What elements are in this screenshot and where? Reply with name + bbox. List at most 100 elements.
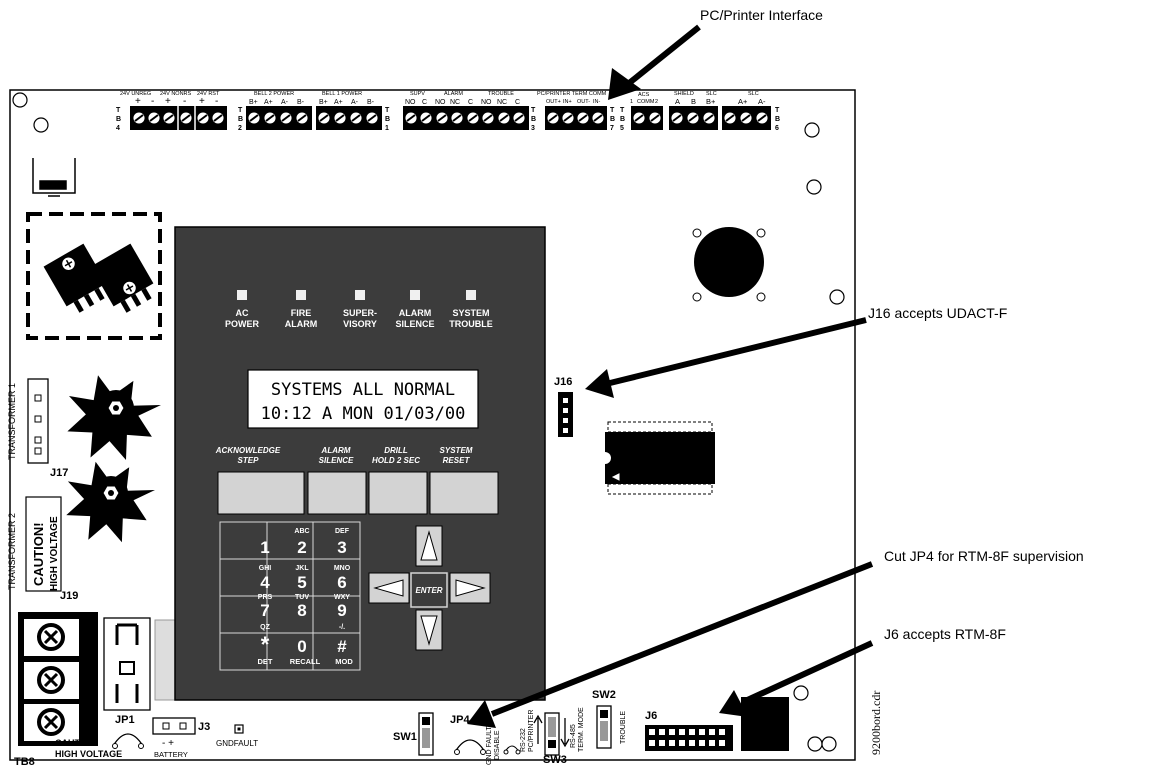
key-1[interactable]: 1 [260, 538, 269, 557]
svg-text:VISORY: VISORY [343, 319, 377, 329]
svg-text:HOLD 2 SEC: HOLD 2 SEC [372, 456, 420, 465]
key-5[interactable]: JKL 5 [295, 565, 309, 592]
svg-text:ACS: ACS [638, 92, 650, 98]
key-0[interactable]: 0 [297, 637, 306, 656]
svg-text:DRILL: DRILL [384, 446, 408, 455]
svg-text:0: 0 [297, 637, 306, 656]
svg-text:TROUBLE: TROUBLE [488, 91, 514, 97]
svg-text:5: 5 [297, 573, 306, 592]
led-alarm-silence-label: ALARM [399, 308, 432, 318]
black-module [741, 697, 789, 751]
svg-text:9: 9 [337, 601, 346, 620]
key-det-label: DET [258, 657, 273, 666]
svg-text:HIGH VOLTAGE: HIGH VOLTAGE [55, 749, 122, 759]
svg-text:SHIELD: SHIELD [674, 91, 694, 97]
svg-text:NC: NC [450, 99, 460, 106]
svg-text:8: 8 [297, 601, 306, 620]
down-arrow-button[interactable] [415, 609, 443, 651]
key-8[interactable]: TUV 8 [295, 594, 309, 620]
key-6[interactable]: MNO 6 [334, 565, 351, 592]
svg-text:HIGH VOLTAGE: HIGH VOLTAGE [49, 516, 60, 591]
svg-text:B-: B- [297, 99, 305, 106]
svg-text:BELL 2 POWER: BELL 2 POWER [254, 91, 294, 97]
right-arrow-button[interactable] [449, 572, 491, 604]
svg-text:A-: A- [758, 97, 766, 106]
svg-text:J16: J16 [554, 376, 572, 388]
svg-text:BELL 1 POWER: BELL 1 POWER [322, 91, 362, 97]
svg-text:TROUBLE: TROUBLE [620, 711, 627, 744]
led-indicators: AC POWER FIRE ALARM SUPER- VISORY ALARM … [225, 290, 493, 329]
key-star[interactable]: QZ * [260, 624, 270, 657]
terminal-block-tb4: T B 4 24V UNREG 24V NONRS 24V RST + - + … [116, 91, 227, 132]
svg-text:OUT-: OUT- [577, 99, 590, 105]
svg-text:A-: A- [351, 99, 359, 106]
svg-text:B: B [620, 116, 625, 123]
svg-text:SW3: SW3 [543, 754, 567, 765]
arrow-keys: ENTER [368, 525, 491, 651]
key-9[interactable]: WXY 9 [334, 594, 350, 620]
svg-text:-/.: -/. [339, 624, 345, 631]
svg-text:J17: J17 [50, 467, 68, 479]
svg-text:B+: B+ [706, 97, 716, 106]
svg-text:PRS: PRS [258, 594, 273, 601]
callout-pc-printer-interface: PC/Printer Interface [700, 7, 823, 23]
svg-text:TB8: TB8 [14, 756, 35, 765]
svg-text:ALARM: ALARM [321, 446, 351, 455]
svg-text:T: T [238, 107, 243, 114]
svg-text:C: C [515, 99, 520, 106]
key-2[interactable]: ABC 2 [294, 528, 309, 557]
acknowledge-step-button[interactable] [217, 471, 305, 515]
terminal-block-tb6: T B 6 SHIELD SLC SLC A B B+ A+ A- [669, 91, 780, 132]
callout-jp4: Cut JP4 for RTM-8F supervision [884, 548, 1084, 564]
svg-text:SILENCE: SILENCE [395, 319, 434, 329]
svg-text:JP1: JP1 [115, 714, 135, 726]
filename-label: 9200bord.cdr [869, 691, 883, 755]
svg-text:TUV: TUV [295, 594, 309, 601]
key-4[interactable]: GHI 4 [259, 565, 272, 592]
key-7[interactable]: PRS 7 [258, 594, 273, 620]
svg-text:B: B [116, 116, 121, 123]
switch-sw3[interactable]: RS-232 PC/PRINTER RS-485 TERM. MODE SW3 [520, 707, 585, 765]
svg-text:QZ: QZ [260, 624, 270, 631]
terminal-block-tb3: T B 3 SUPV ALARM TROUBLE NO C NO NC C NO… [403, 91, 536, 132]
key-3[interactable]: DEF 3 [335, 528, 350, 557]
drill-button[interactable] [368, 471, 428, 515]
svg-text:SYSTEM: SYSTEM [440, 446, 473, 455]
heatsink-lower [66, 461, 155, 543]
svg-text:DISABLE: DISABLE [494, 730, 501, 760]
connector-j16: J16 [554, 376, 573, 437]
svg-text:B: B [385, 116, 390, 123]
svg-text:C: C [468, 99, 473, 106]
svg-text:WXY: WXY [334, 594, 350, 601]
svg-text:- +: - + [162, 738, 174, 749]
switch-sw2[interactable]: SW2 TROUBLE [592, 689, 627, 749]
svg-text:4: 4 [116, 125, 120, 132]
function-keys: ACKNOWLEDGE STEP ALARM SILENCE DRILL HOL… [215, 446, 499, 515]
alarm-silence-button[interactable] [307, 471, 367, 515]
svg-text:STEP: STEP [238, 456, 260, 465]
enter-button[interactable]: ENTER [410, 572, 448, 608]
svg-text:J6: J6 [645, 710, 657, 722]
svg-text:T: T [610, 107, 615, 114]
svg-text:1: 1 [630, 99, 633, 105]
left-arrow-button[interactable] [368, 572, 410, 604]
svg-text:T: T [385, 107, 390, 114]
terminal-block-tb7: T B 7 PC/PRINTER TERM COMM OUT+ IN+ OUT-… [537, 91, 615, 132]
svg-text:-: - [151, 96, 154, 107]
svg-text:4: 4 [260, 573, 270, 592]
switch-sw1[interactable]: SW1 [393, 712, 434, 756]
callout-j6: J6 accepts RTM-8F [884, 626, 1006, 642]
system-reset-button[interactable] [429, 471, 499, 515]
svg-text:J3: J3 [198, 721, 210, 733]
key-hash[interactable]: -/. # [337, 624, 347, 656]
up-arrow-button[interactable] [415, 525, 443, 567]
led-supervisory-label: SUPER- [343, 308, 377, 318]
svg-text:-: - [183, 96, 186, 107]
svg-text:RS-485: RS-485 [570, 724, 577, 748]
svg-text:NO: NO [481, 99, 492, 106]
svg-text:B+: B+ [319, 99, 328, 106]
callout-j16: J16 accepts UDACT-F [868, 305, 1007, 321]
svg-text:RS-232: RS-232 [520, 728, 527, 752]
svg-text:ALARM: ALARM [444, 91, 463, 97]
